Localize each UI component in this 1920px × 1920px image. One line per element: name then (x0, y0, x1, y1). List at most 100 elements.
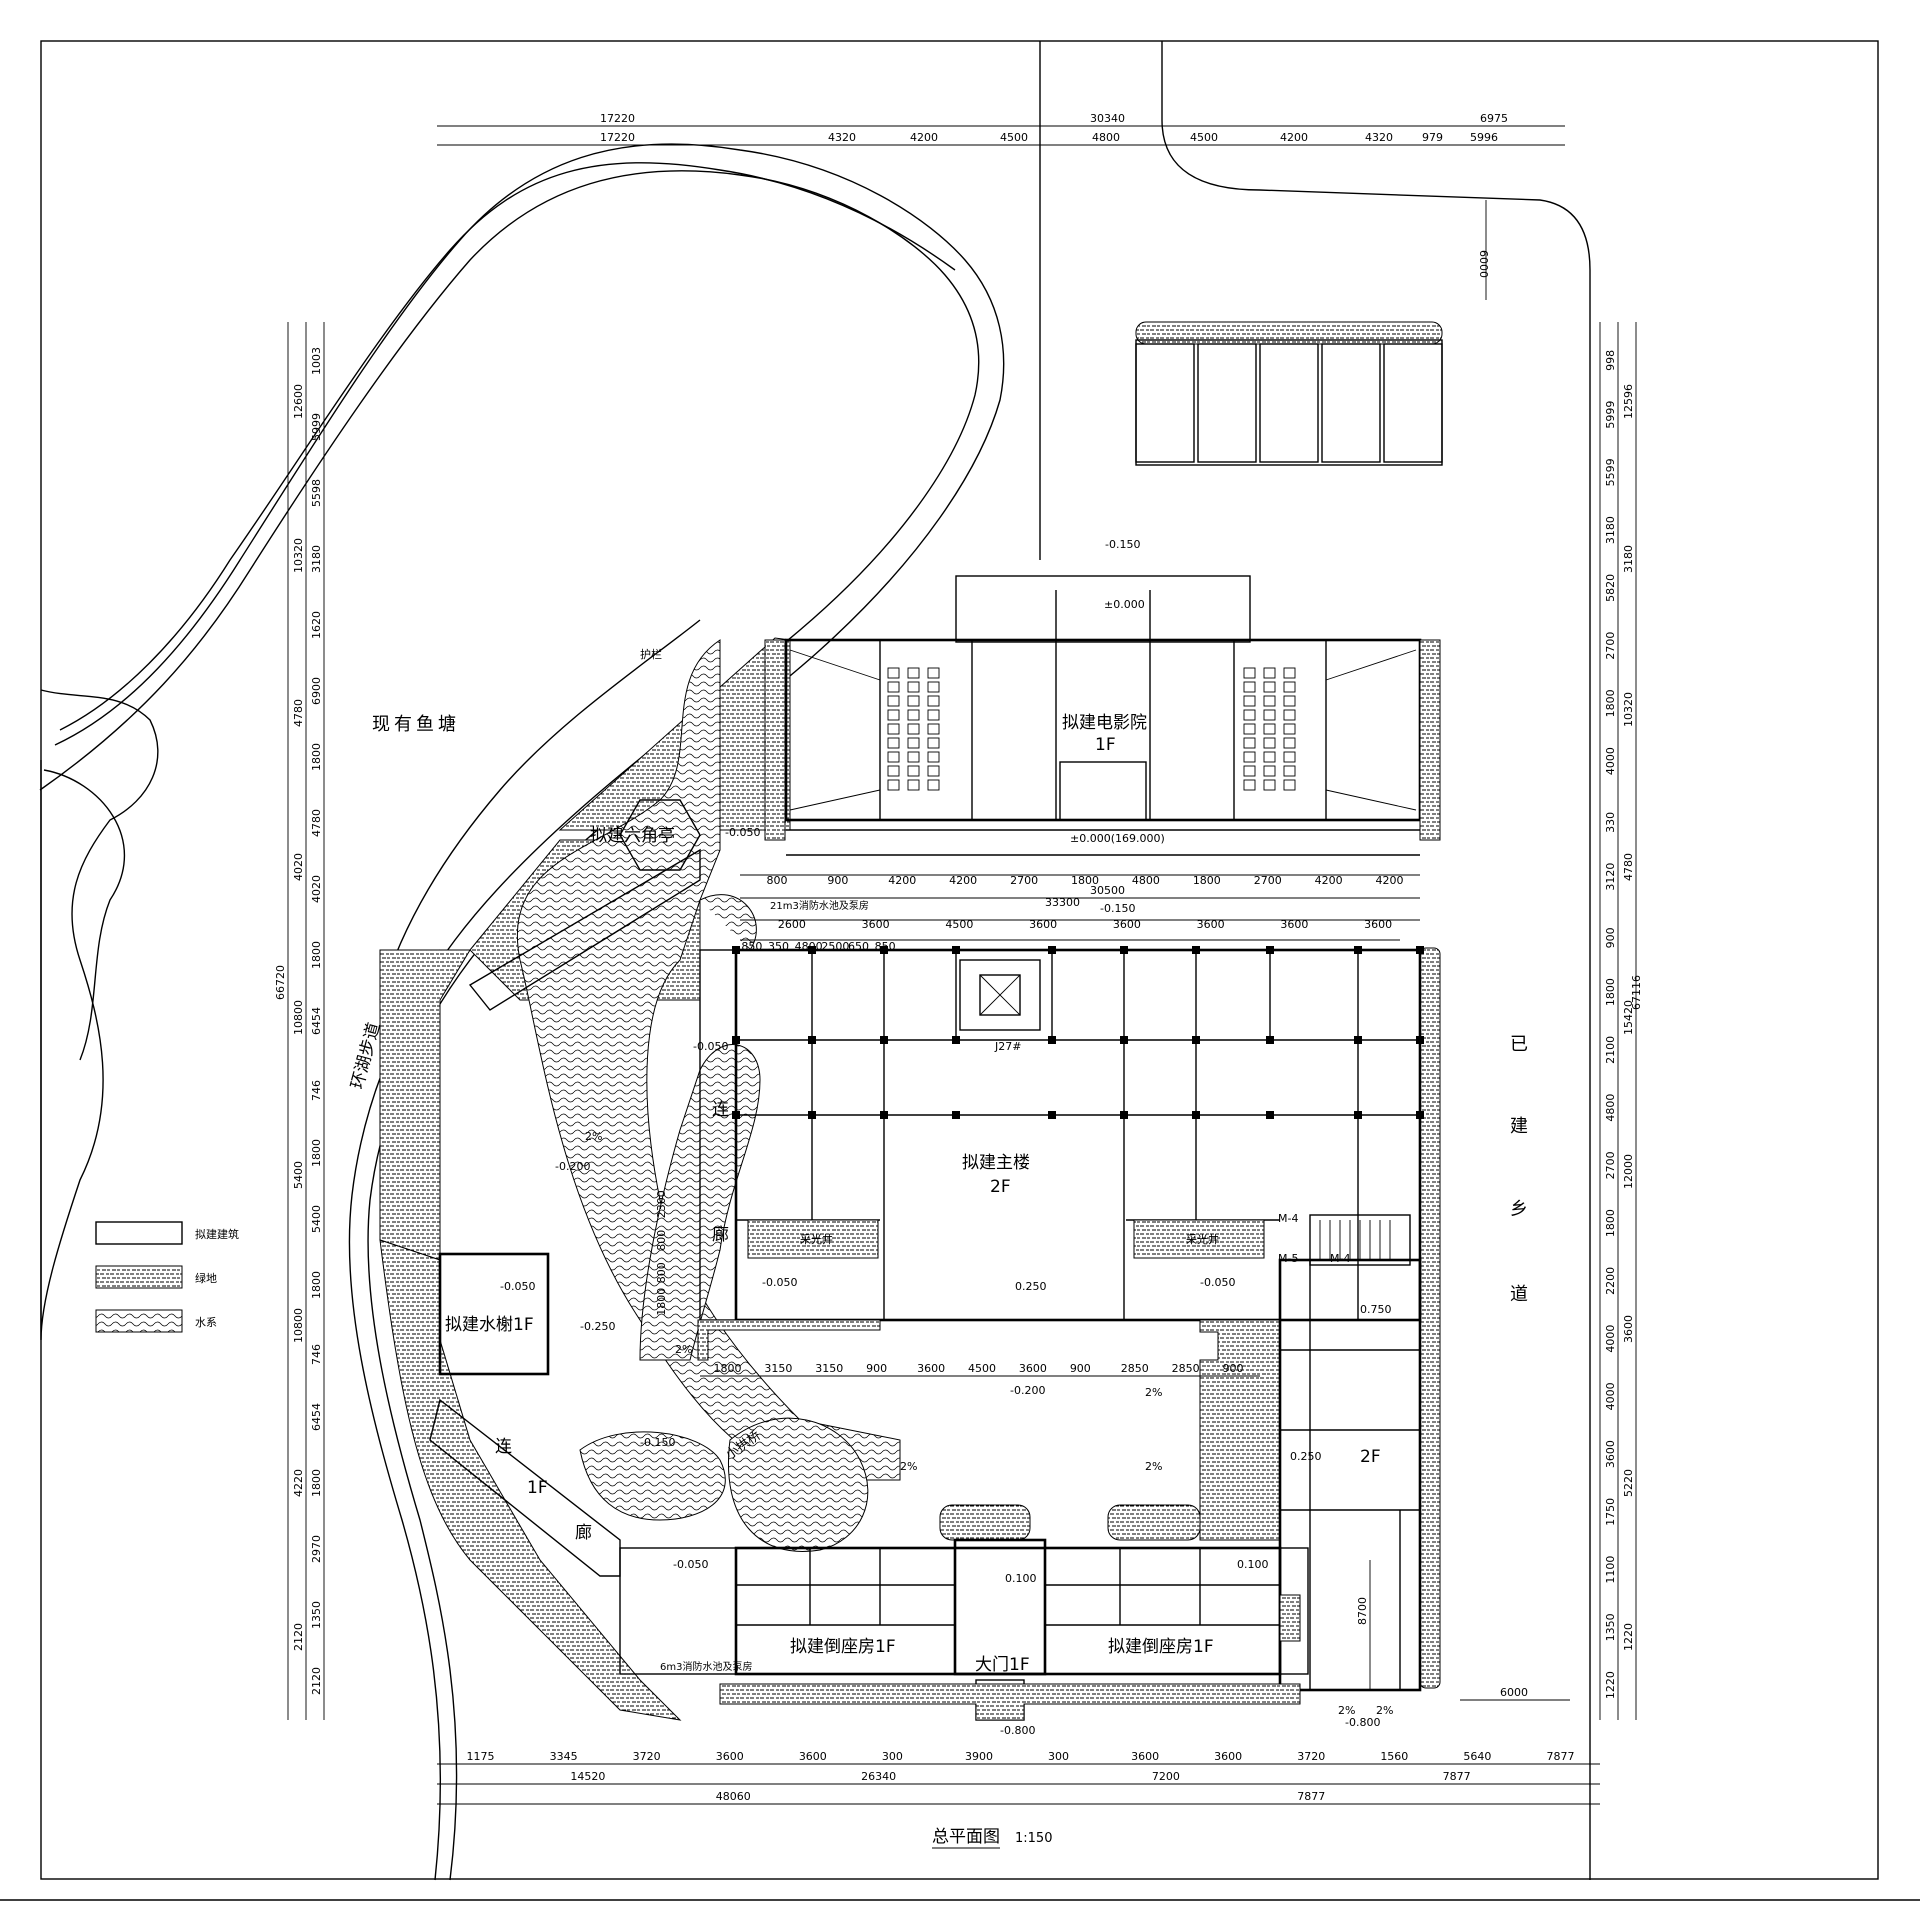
main-floor: 2F (990, 1177, 1011, 1197)
stair-label-1: M-4 (1278, 1212, 1298, 1225)
mid-row2-5: 3600 (1197, 918, 1225, 931)
cinema-seat (887, 667, 900, 679)
bottom-row2-0: 14520 (570, 1770, 605, 1783)
cinema-seat (927, 723, 940, 735)
dim-mid-total1: 30500 (1090, 884, 1125, 897)
cinema-seat (887, 681, 900, 693)
structural-column (880, 1111, 888, 1119)
structural-column (1192, 1111, 1200, 1119)
elev-21: -0.800 (1345, 1716, 1380, 1729)
left-col2-6: 10800 (292, 1308, 305, 1343)
right-col2-17: 4000 (1604, 1325, 1617, 1353)
bottom-row3-1: 7877 (1297, 1790, 1325, 1803)
right-col2-21: 1100 (1604, 1556, 1617, 1584)
cinema-seat (907, 779, 920, 791)
elev-18: 0.100 (1005, 1572, 1037, 1585)
side-house-right: 拟建倒座房1F (1108, 1637, 1214, 1657)
dim-top-r2-5: 4800 (1092, 131, 1120, 144)
right-col1-7: 5220 (1622, 1469, 1635, 1497)
rail-label: 护栏 (640, 647, 662, 661)
dim-mid-total2: 33300 (1045, 896, 1080, 909)
left-col2-1: 10320 (292, 538, 305, 573)
legend-building-swatch (95, 1221, 183, 1245)
cinema-seat (1283, 667, 1296, 679)
mid-row1-8: 2700 (1254, 874, 1282, 887)
bottom-row1-7: 300 (1048, 1750, 1069, 1763)
structural-column (1192, 1036, 1200, 1044)
elev-16: 0.250 (1290, 1450, 1322, 1463)
cinema-building: 拟建电影院 1F (764, 575, 1441, 856)
left-col3-18: 2970 (310, 1535, 323, 1563)
structural-column (1048, 946, 1056, 954)
side-house-left: 拟建倒座房1F (790, 1637, 896, 1657)
structural-column (1120, 1111, 1128, 1119)
cinema-seat (1263, 695, 1276, 707)
road-north-right (1161, 41, 1591, 1880)
cinema-seat (927, 765, 940, 777)
right-col2-6: 1800 (1604, 689, 1617, 717)
elev-8: -0.050 (500, 1280, 535, 1293)
cinema-seat (1283, 695, 1296, 707)
dim-top-r2-6: 4500 (1190, 131, 1218, 144)
right-col1-8: 1220 (1622, 1623, 1635, 1651)
cinema-seat (1243, 765, 1256, 777)
tank-top-label: 21m3消防水池及泵房 (770, 899, 869, 912)
corridor-label-a: 连 (712, 1100, 729, 1120)
light-well-left: 采光井 (800, 1232, 833, 1246)
left-col3-8: 4020 (310, 875, 323, 903)
legend-label-3: 水系 (195, 1316, 217, 1329)
garden-bed-right (1107, 1504, 1201, 1541)
left-col3-6: 1800 (310, 743, 323, 771)
cinema-seat (1243, 667, 1256, 679)
structural-column (880, 946, 888, 954)
cinema-seat (927, 695, 940, 707)
left-col2-2: 4780 (292, 699, 305, 727)
west-corridor: 连 1F 廊 (429, 848, 701, 1577)
elev-20: -0.800 (1000, 1724, 1035, 1737)
dim-top-r2-4: 4500 (1000, 131, 1028, 144)
legend-grass-swatch (95, 1265, 183, 1289)
cinema-seat (1243, 681, 1256, 693)
right-col1-3: 4780 (1622, 853, 1635, 881)
structural-column (1354, 946, 1362, 954)
left-col3-10: 6454 (310, 1007, 323, 1035)
right-col2-7: 4000 (1604, 747, 1617, 775)
road-label-3: 乡 (1510, 1199, 1528, 1220)
right-col1-2: 10320 (1622, 692, 1635, 727)
bottom-row3-0: 48060 (716, 1790, 751, 1803)
mid-row1-10: 4200 (1376, 874, 1404, 887)
cinema-seat (1263, 709, 1276, 721)
right-col2-15: 1800 (1604, 1209, 1617, 1237)
bottom-row1-13: 7877 (1546, 1750, 1574, 1763)
cinema-seat (887, 765, 900, 777)
structural-column (1266, 1111, 1274, 1119)
cinema-seat (1283, 737, 1296, 749)
structural-column (952, 1111, 960, 1119)
slope-3: 2% (900, 1460, 917, 1473)
cinema-seat (887, 709, 900, 721)
right-col2-20: 1750 (1604, 1498, 1617, 1526)
bottom-row1-2: 3720 (633, 1750, 661, 1763)
left-col3-15: 746 (310, 1344, 323, 1365)
structural-column (808, 946, 816, 954)
left-col3-11: 746 (310, 1080, 323, 1101)
right-col2-1: 5999 (1604, 401, 1617, 429)
right-col2-4: 5820 (1604, 574, 1617, 602)
mid-row1-4: 2700 (1010, 874, 1038, 887)
water-pavilion: 拟建水榭1F (438, 1252, 550, 1376)
cinema-seat (927, 709, 940, 721)
cinema-seat (927, 779, 940, 791)
cinema-seat (887, 723, 900, 735)
bottom-row1-6: 3900 (965, 1750, 993, 1763)
court-row-7: 900 (1070, 1362, 1091, 1375)
dim-top-3: 6975 (1480, 112, 1508, 125)
elev-2: ±0.000 (1104, 598, 1145, 611)
cinema-seat (1263, 723, 1276, 735)
right-col2-2: 5599 (1604, 458, 1617, 486)
cinema-seat (907, 681, 920, 693)
court-row-6: 3600 (1019, 1362, 1047, 1375)
right-col2-16: 2200 (1604, 1267, 1617, 1295)
left-col3-13: 5400 (310, 1205, 323, 1233)
right-col2-9: 3120 (1604, 863, 1617, 891)
main-name: 拟建主楼 (962, 1153, 1030, 1173)
